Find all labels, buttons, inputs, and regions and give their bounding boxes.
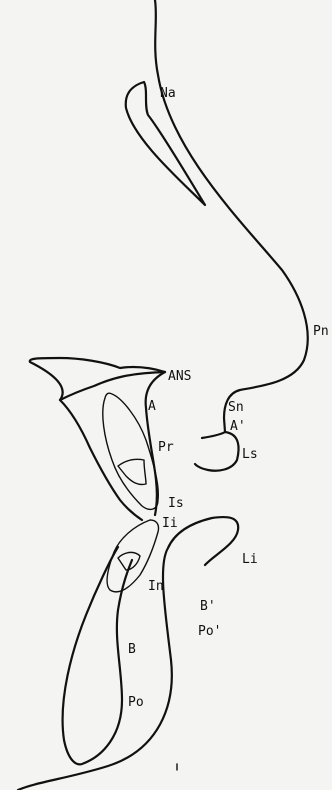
label-na: Na — [160, 86, 176, 101]
label-b: B — [128, 642, 136, 657]
label-ans: ANS — [168, 369, 191, 384]
label-a-prime: A' — [230, 419, 246, 434]
label-sn: Sn — [228, 400, 244, 415]
label-li: Li — [242, 552, 258, 567]
upper-lip-outline — [195, 432, 239, 471]
label-po: Po — [128, 695, 144, 710]
label-a: A — [148, 399, 156, 414]
label-ii: Ii — [162, 516, 178, 531]
label-is: Is — [168, 496, 184, 511]
label-b-prime: B' — [200, 599, 216, 614]
label-pn: Pn — [313, 324, 329, 339]
label-in: In — [148, 579, 164, 594]
mandibular-symphysis — [63, 547, 132, 764]
maxilla-outline — [30, 358, 165, 400]
label-po-prime: Po' — [198, 624, 221, 639]
label-ls: Ls — [242, 447, 258, 462]
soft-tissue-nose-profile — [155, 0, 308, 432]
label-pr: Pr — [158, 440, 174, 455]
